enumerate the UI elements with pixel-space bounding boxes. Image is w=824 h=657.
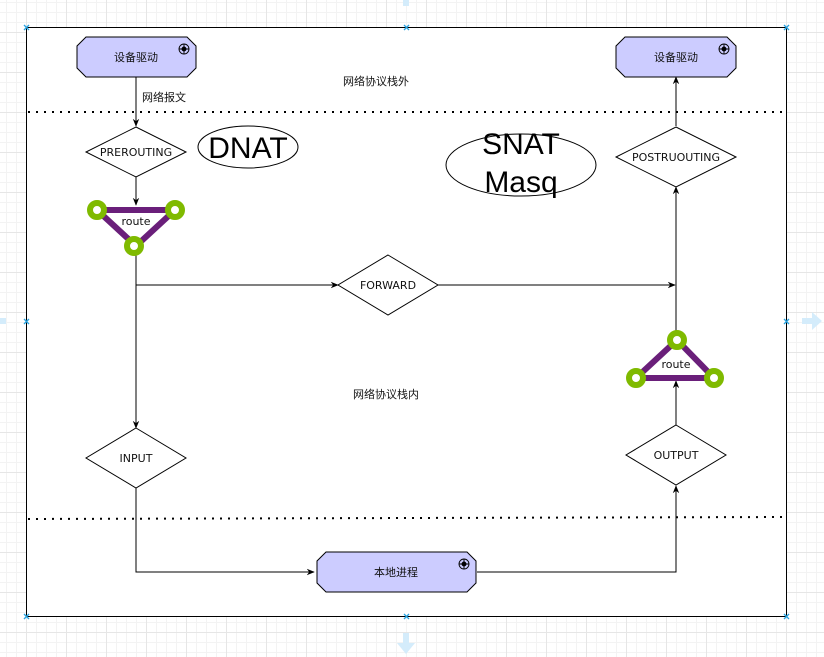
expand-arrow-up-icon[interactable] [403,0,409,6]
expand-arrow-left-icon[interactable] [0,318,6,324]
postrouting-node[interactable]: POSTRUOUTING [614,126,738,188]
prerouting-node[interactable]: PREROUTING [84,126,188,178]
zone-label-outside: 网络协议栈外 [343,74,409,88]
forward-node[interactable]: FORWARD [337,254,439,316]
device-driver-out-node[interactable]: 设备驱动 [615,36,737,78]
route-out-label: route [661,358,690,371]
zone-label-inside: 网络协议栈内 [353,387,419,401]
input-node[interactable]: INPUT [85,427,187,489]
local-process-node[interactable]: 本地进程 [316,551,477,593]
device-driver-in-label: 设备驱动 [114,50,158,64]
edge-local-to-output [477,485,680,573]
edges [132,76,680,576]
forward-label: FORWARD [360,279,416,292]
gear-icon [178,43,190,55]
expand-arrow-down-icon[interactable] [397,633,415,654]
snat-annotation[interactable]: SNAT Masq [445,128,597,199]
selection-handles[interactable] [23,24,790,620]
device-driver-out-label: 设备驱动 [654,50,698,64]
dnat-label: DNAT [208,132,287,165]
container-frame[interactable] [26,27,787,617]
route-in-label: route [121,215,150,228]
route-in-node[interactable]: route [87,200,185,256]
route-out-node[interactable]: route [626,330,724,388]
output-node[interactable]: OUTPUT [625,424,727,486]
dnat-annotation[interactable]: DNAT [197,125,299,169]
snat-label-line1: SNAT [482,128,560,161]
device-driver-in-node[interactable]: 设备驱动 [76,36,197,78]
snat-label-line2: Masq [484,166,557,199]
local-process-label: 本地进程 [374,565,418,579]
prerouting-label: PREROUTING [100,146,172,159]
gear-icon [718,43,730,55]
postrouting-label: POSTRUOUTING [632,151,720,164]
expand-arrow-right-icon[interactable] [802,312,822,330]
output-label: OUTPUT [654,449,699,462]
input-label: INPUT [120,452,153,465]
gear-icon [458,558,470,570]
edge-label-packet: 网络报文 [142,90,186,104]
edge-input-to-local [135,487,315,576]
